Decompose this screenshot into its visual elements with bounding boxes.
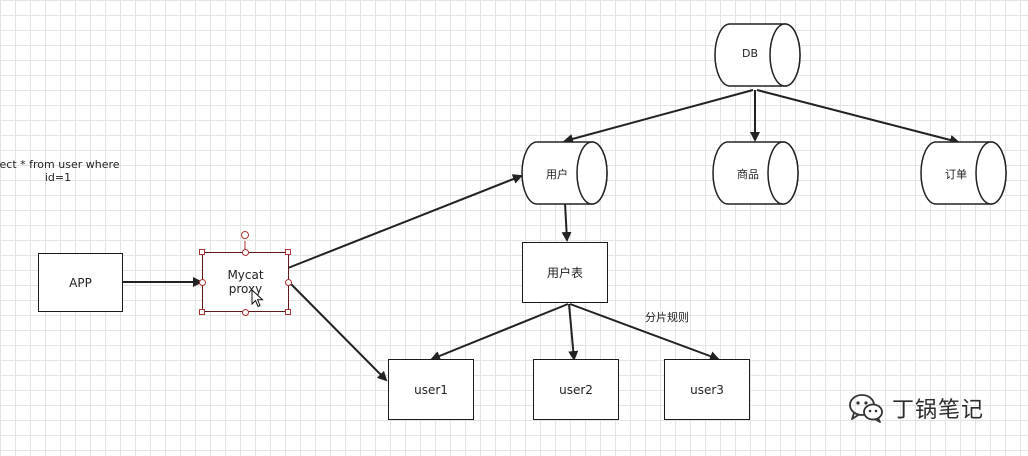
user2-label: user2 <box>559 382 593 397</box>
user1-label: user1 <box>414 382 448 397</box>
db-label: DB <box>741 47 759 60</box>
rotation-handle[interactable] <box>241 231 249 239</box>
wechat-icon <box>849 394 883 423</box>
user1-node[interactable]: user1 <box>388 359 474 420</box>
users-db-label: 用户 <box>546 168 568 181</box>
resize-handle-right[interactable] <box>285 279 292 286</box>
resize-handle-left[interactable] <box>199 279 206 286</box>
db-cylinder <box>714 23 801 87</box>
edge-user-table-to-user2 <box>568 303 579 361</box>
watermark: 丁锅笔记 <box>848 392 984 424</box>
mouse-cursor-icon <box>251 289 264 308</box>
resize-handle-top-right[interactable] <box>285 249 291 255</box>
resize-handle-bottom-right[interactable] <box>285 309 291 315</box>
orders-db-label: 订单 <box>945 168 967 181</box>
query-text: lect * from user where id=1 <box>0 158 120 184</box>
resize-handle-bottom-left[interactable] <box>199 309 205 315</box>
edge-db-to-orders-db <box>756 89 960 145</box>
mycat-proxy-node[interactable]: Mycat proxy <box>202 252 289 312</box>
app-node[interactable]: APP <box>38 253 123 312</box>
goods-db-label: 商品 <box>737 168 759 181</box>
users-db-cylinder <box>521 141 608 205</box>
edge-mycat-to-users-db <box>287 174 523 269</box>
user3-node[interactable]: user3 <box>664 359 750 420</box>
edge-mycat-to-user1 <box>287 280 388 382</box>
edge-user-table-to-user3 <box>569 303 720 361</box>
resize-handle-bottom[interactable] <box>242 309 249 316</box>
user-table-node[interactable]: 用户表 <box>522 242 608 303</box>
resize-handle-top-left[interactable] <box>199 249 205 255</box>
user2-node[interactable]: user2 <box>533 359 619 420</box>
user-table-label: 用户表 <box>546 265 583 280</box>
goods-db-cylinder <box>712 141 799 205</box>
orders-db-cylinder <box>920 141 1007 205</box>
app-node-label: APP <box>69 275 92 290</box>
resize-handle-top[interactable] <box>242 249 249 256</box>
user3-label: user3 <box>690 382 724 397</box>
watermark-text: 丁锅笔记 <box>892 398 985 423</box>
sharding-rule-label: 分片规则 <box>645 311 689 324</box>
edge-db-to-users-db <box>563 89 754 144</box>
edge-user-table-to-user1 <box>430 303 569 361</box>
edge-users-db-to-user-table <box>561 202 572 242</box>
